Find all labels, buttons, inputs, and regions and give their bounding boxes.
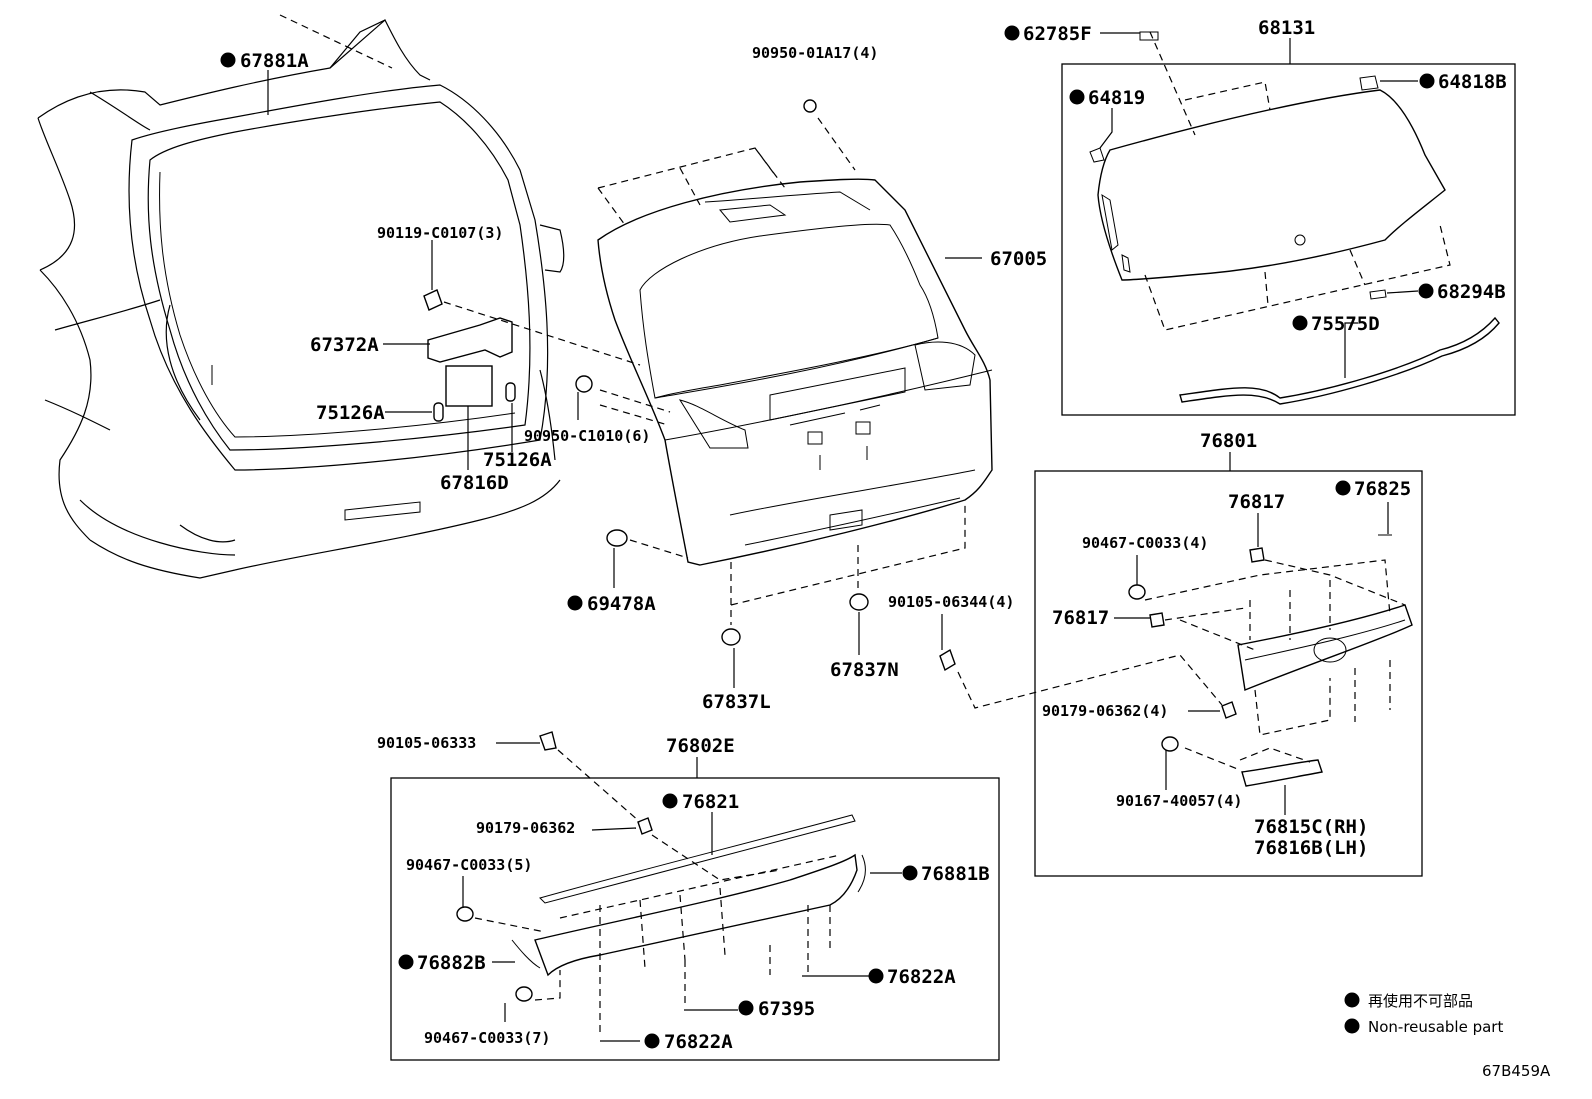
legend-text-ja: 再使用不可部品 (1368, 992, 1473, 1010)
part-labels: 67881A 90950-01A17(4) 62785F 68131 64819… (220, 17, 1507, 1053)
label-90950-C1010: 90950-C1010(6) (524, 427, 650, 445)
non-reusable-marker (1292, 315, 1308, 331)
non-reusable-marker (902, 865, 918, 881)
label-67372A: 67372A (310, 334, 379, 356)
label-90119-C0107: 90119-C0107(3) (377, 224, 503, 242)
label-67005: 67005 (990, 248, 1047, 270)
label-75126A-right: 75126A (483, 449, 552, 471)
label-76822A-bottom: 76822A (664, 1031, 733, 1053)
non-reusable-marker (567, 595, 583, 611)
label-76821: 76821 (682, 791, 739, 813)
lower-garnish-box-76802E (390, 777, 1000, 1061)
label-68131: 68131 (1258, 17, 1315, 39)
label-68294B: 68294B (1437, 281, 1506, 303)
label-76825: 76825 (1354, 478, 1411, 500)
garnish-trim-76815C (1241, 759, 1323, 787)
label-62785F: 62785F (1023, 23, 1092, 45)
non-reusable-marker (1335, 480, 1351, 496)
label-90105-06344: 90105-06344(4) (888, 593, 1014, 611)
diagram-code: 67B459A (1482, 1062, 1551, 1080)
back-door-panel (597, 178, 993, 566)
label-90467-C0033-4: 90467-C0033(4) (1082, 534, 1208, 552)
non-reusable-marker (1418, 283, 1434, 299)
back-door-glass (1089, 31, 1446, 300)
label-90167-40057: 90167-40057(4) (1116, 792, 1242, 810)
non-reusable-marker (644, 1033, 660, 1049)
upper-garnish-76801 (1237, 604, 1413, 691)
label-90179-06362: 90179-06362 (476, 819, 575, 837)
label-76815C: 76815C(RH) (1254, 816, 1368, 838)
label-90179-06362-4: 90179-06362(4) (1042, 702, 1168, 720)
non-reusable-marker (398, 954, 414, 970)
label-67816D: 67816D (440, 472, 509, 494)
label-90950-01A17: 90950-01A17(4) (752, 44, 878, 62)
glass-spoiler-75575D (1179, 316, 1500, 405)
label-76817-mid: 76817 (1052, 607, 1109, 629)
non-reusable-marker (1069, 89, 1085, 105)
label-75575D: 75575D (1311, 313, 1380, 335)
non-reusable-marker (220, 52, 236, 68)
label-76882B: 76882B (417, 952, 486, 974)
label-76816B: 76816B(LH) (1254, 837, 1368, 859)
label-90467-C0033-5: 90467-C0033(5) (406, 856, 532, 874)
hardware-parts (423, 99, 1392, 1002)
label-69478A: 69478A (587, 593, 656, 615)
leader-lines (267, 32, 1419, 1042)
assembly-dashed-lines (279, 14, 1451, 1035)
label-76801: 76801 (1200, 430, 1257, 452)
label-67881A: 67881A (240, 50, 309, 72)
non-reusable-marker (1004, 25, 1020, 41)
label-64819: 64819 (1088, 87, 1145, 109)
label-76881B: 76881B (921, 863, 990, 885)
label-67837N: 67837N (830, 659, 899, 681)
label-64818B: 64818B (1438, 71, 1507, 93)
label-75126A-left: 75126A (316, 402, 385, 424)
garnish-group-box-76801 (1034, 470, 1423, 877)
label-76822A-right: 76822A (887, 966, 956, 988)
non-reusable-marker (662, 793, 678, 809)
lower-garnish-76802E (511, 814, 866, 977)
non-reusable-marker (738, 1000, 754, 1016)
label-76817-top: 76817 (1228, 491, 1285, 513)
vehicle-body-outline (37, 19, 565, 579)
non-reusable-marker (868, 968, 884, 984)
label-90467-C0033-7: 90467-C0033(7) (424, 1029, 550, 1047)
label-67837L: 67837L (702, 691, 771, 713)
label-76802E: 76802E (666, 735, 735, 757)
non-reusable-marker (1419, 73, 1435, 89)
label-67395: 67395 (758, 998, 815, 1020)
glass-group-box (1061, 63, 1516, 416)
legend-marker (1344, 1018, 1360, 1034)
legend-text-en: Non-reusable part (1368, 1018, 1503, 1036)
legend: 再使用不可部品 Non-reusable part (1344, 992, 1503, 1036)
label-90105-06333: 90105-06333 (377, 734, 476, 752)
legend-marker (1344, 992, 1360, 1008)
